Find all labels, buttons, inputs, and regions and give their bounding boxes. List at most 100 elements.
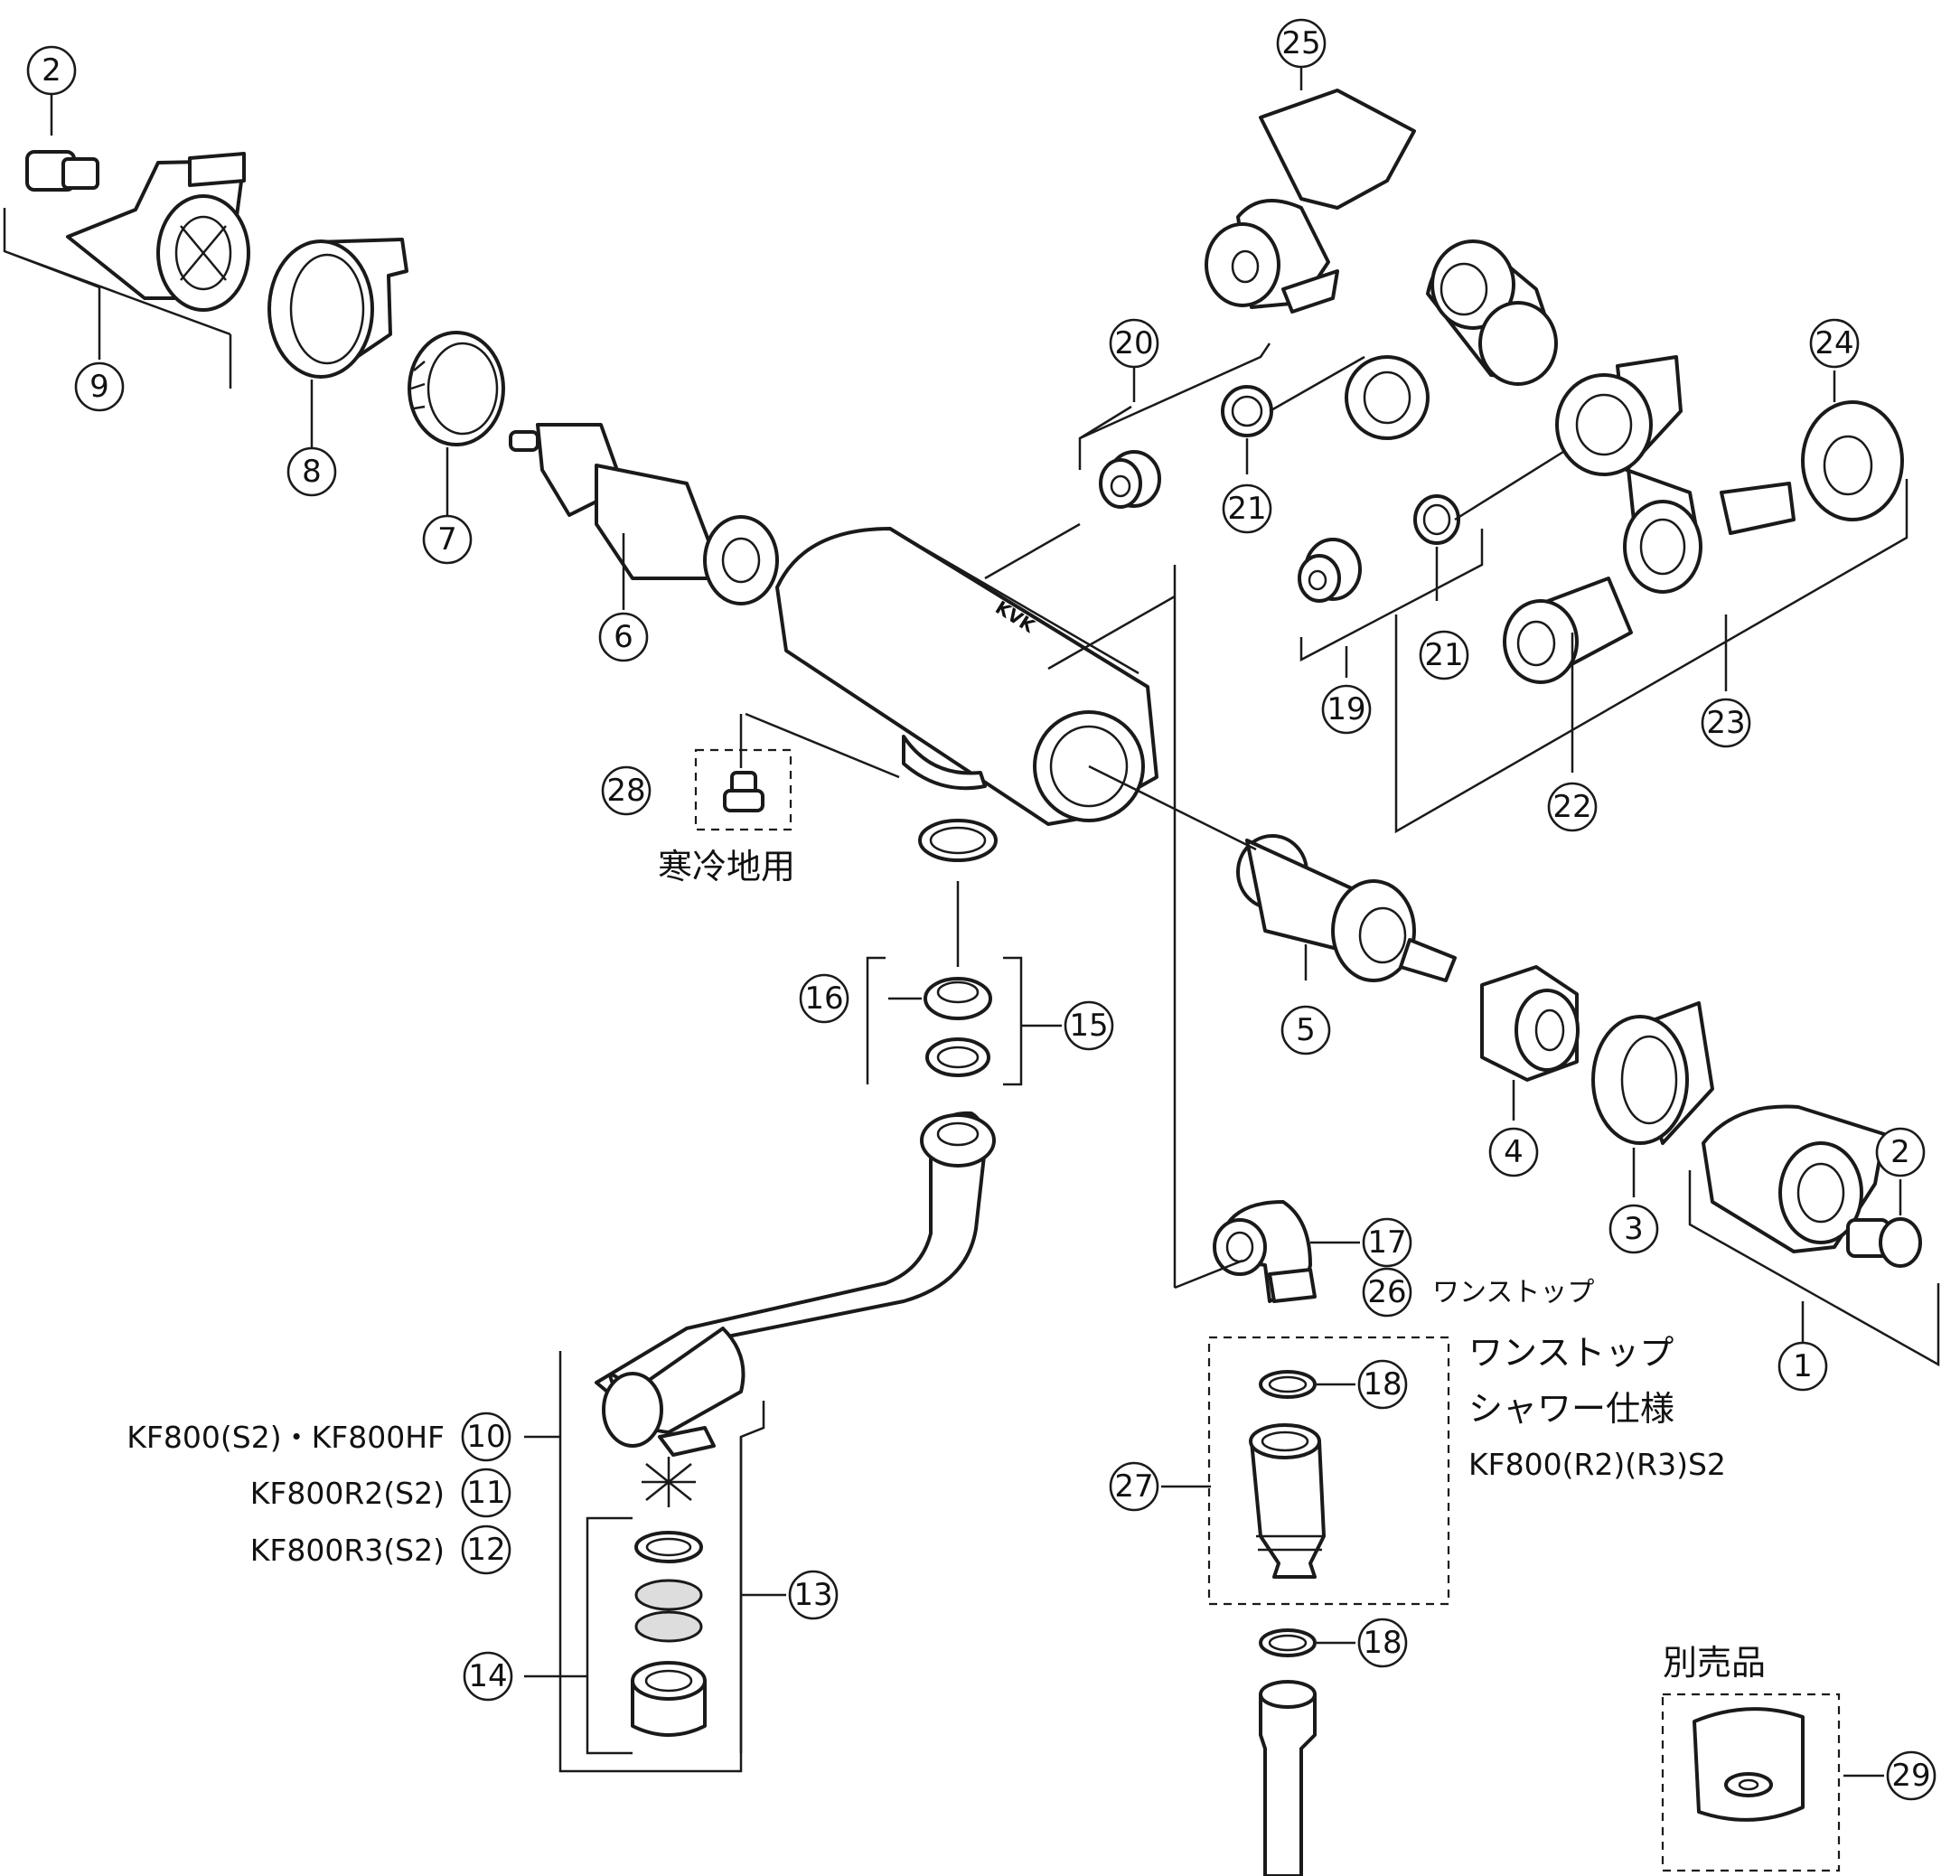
callout-6: 6	[598, 612, 649, 662]
part-cartridge-6	[509, 423, 779, 605]
svg-text:27: 27	[1114, 1468, 1153, 1505]
svg-text:2: 2	[42, 52, 61, 89]
svg-text:22: 22	[1552, 789, 1591, 825]
part-elbow-upper	[1345, 239, 1558, 440]
part-cap-nut-4	[1480, 965, 1580, 1082]
part-aerator-set	[631, 1531, 707, 1737]
part-flow-straightener	[642, 1457, 696, 1507]
part-spout	[595, 1111, 996, 1457]
callout-21-upper: 21	[1222, 483, 1272, 534]
part-oring-18-upper	[1259, 1370, 1317, 1399]
callout-18-upper: 18	[1357, 1359, 1408, 1410]
svg-text:25: 25	[1281, 25, 1320, 61]
callout-10: 10	[461, 1412, 511, 1462]
callout-16: 16	[799, 973, 849, 1024]
svg-text:8: 8	[302, 454, 322, 490]
svg-text:24: 24	[1815, 325, 1853, 361]
svg-text:15: 15	[1069, 1008, 1108, 1044]
callout-3: 3	[1608, 1204, 1659, 1254]
part-cap-right	[1846, 1217, 1922, 1268]
svg-text:21: 21	[1227, 491, 1266, 527]
part-strainer-22	[1503, 577, 1633, 684]
svg-text:7: 7	[437, 521, 457, 558]
part-oring-21-upper	[1221, 385, 1273, 437]
callout-8: 8	[286, 446, 337, 497]
callout-14: 14	[463, 1651, 513, 1702]
part-optional-cleaner	[1693, 1707, 1805, 1822]
callout-2-top-left: 2	[26, 45, 77, 96]
label-cold-region: 寒冷地用	[658, 847, 795, 886]
part-washer-upper	[918, 819, 998, 862]
label-model-11: KF800R2(S2)	[250, 1476, 445, 1511]
svg-text:26: 26	[1367, 1274, 1406, 1310]
svg-text:16: 16	[804, 980, 843, 1017]
callout-28: 28	[601, 765, 652, 816]
callout-11: 11	[461, 1468, 511, 1518]
label-model-12: KF800R3(S2)	[250, 1533, 445, 1568]
part-cartridge-5	[1236, 834, 1457, 982]
svg-text:29: 29	[1891, 1758, 1930, 1794]
label-one-stop-shower-line1: ワンストップ	[1468, 1333, 1674, 1373]
dashed-box-one-stop-shower	[1207, 1336, 1450, 1606]
svg-text:18: 18	[1363, 1366, 1402, 1402]
callout-24: 24	[1809, 318, 1860, 369]
svg-text:20: 20	[1114, 325, 1153, 361]
svg-text:5: 5	[1296, 1012, 1316, 1048]
label-one-stop-models: KF800(R2)(R3)S2	[1468, 1447, 1726, 1482]
svg-text:11: 11	[466, 1475, 505, 1511]
svg-text:2: 2	[1890, 1134, 1910, 1170]
callout-4: 4	[1488, 1127, 1539, 1177]
callout-21-lower: 21	[1419, 630, 1469, 680]
svg-text:9: 9	[89, 369, 109, 405]
svg-text:19: 19	[1327, 691, 1365, 727]
part-cap-top-left	[25, 150, 99, 192]
part-main-body: KVK	[775, 527, 1158, 826]
svg-text:1: 1	[1793, 1348, 1813, 1384]
svg-text:10: 10	[466, 1419, 505, 1455]
part-shower-hose	[1259, 1680, 1317, 1876]
callout-13: 13	[788, 1570, 839, 1620]
part-check-valve-19	[1298, 538, 1362, 603]
callout-22: 22	[1547, 782, 1598, 832]
part-oring-21-lower	[1413, 494, 1460, 545]
callout-1: 1	[1777, 1341, 1828, 1392]
callout-2-right: 2	[1875, 1127, 1926, 1177]
callout-15: 15	[1064, 1000, 1114, 1051]
label-one-stop: ワンストップ	[1432, 1277, 1594, 1309]
part-adapter-27	[1249, 1423, 1326, 1579]
label-one-stop-shower-line2: シャワー仕様	[1468, 1389, 1674, 1429]
callout-12: 12	[461, 1524, 511, 1575]
svg-text:13: 13	[793, 1577, 832, 1613]
svg-text:18: 18	[1363, 1625, 1402, 1661]
dashed-box-cold-region	[694, 748, 792, 831]
part-check-valve-20	[1099, 450, 1161, 509]
label-sold-separately: 別売品	[1663, 1643, 1766, 1683]
callout-5: 5	[1280, 1005, 1331, 1055]
part-washer-16	[924, 977, 992, 1020]
part-washer-15	[925, 1037, 990, 1077]
callout-19: 19	[1321, 684, 1372, 735]
svg-text:21: 21	[1424, 637, 1463, 673]
callout-23: 23	[1701, 698, 1751, 748]
part-elbow-17	[1213, 1200, 1317, 1303]
svg-text:14: 14	[468, 1658, 507, 1694]
svg-text:17: 17	[1367, 1224, 1406, 1261]
part-shower-holder	[1205, 89, 1416, 314]
svg-text:6: 6	[614, 619, 633, 655]
part-temperature-handle	[66, 152, 250, 312]
part-nut-7	[408, 331, 505, 446]
callout-27: 27	[1109, 1461, 1159, 1512]
part-ring-3	[1591, 1001, 1714, 1145]
leader-lines	[3, 68, 1940, 1778]
callout-9: 9	[74, 361, 125, 412]
svg-text:23: 23	[1706, 705, 1745, 741]
dashed-box-sold-separately	[1661, 1693, 1841, 1872]
callout-20: 20	[1109, 318, 1159, 369]
svg-text:12: 12	[466, 1532, 505, 1568]
part-elbow-lower	[1555, 355, 1796, 594]
callout-25: 25	[1276, 18, 1327, 69]
part-ring-8	[267, 238, 408, 379]
part-escutcheon-24	[1801, 400, 1904, 521]
label-model-10: KF800(S2)・KF800HF	[127, 1420, 445, 1455]
